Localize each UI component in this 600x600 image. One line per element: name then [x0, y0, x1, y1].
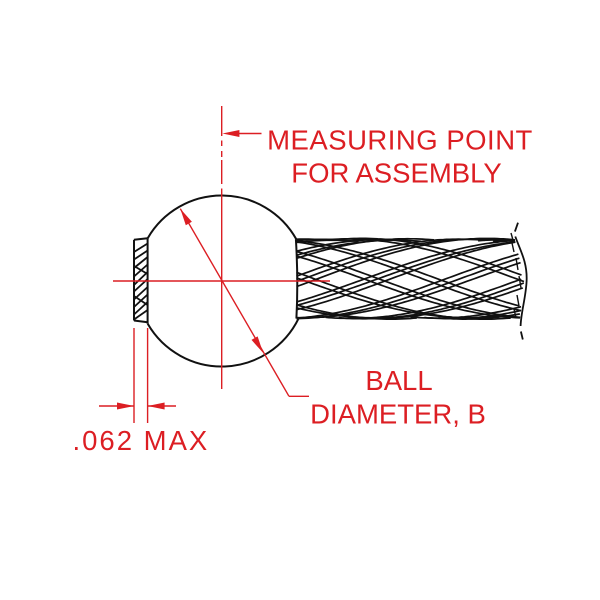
svg-text:.062 MAX: .062 MAX	[73, 425, 210, 456]
svg-text:FOR ASSEMBLY: FOR ASSEMBLY	[291, 157, 501, 188]
svg-text:MEASURING POINT: MEASURING POINT	[267, 125, 533, 156]
svg-text:BALL: BALL	[365, 365, 432, 396]
svg-text:DIAMETER, B: DIAMETER, B	[310, 398, 486, 429]
